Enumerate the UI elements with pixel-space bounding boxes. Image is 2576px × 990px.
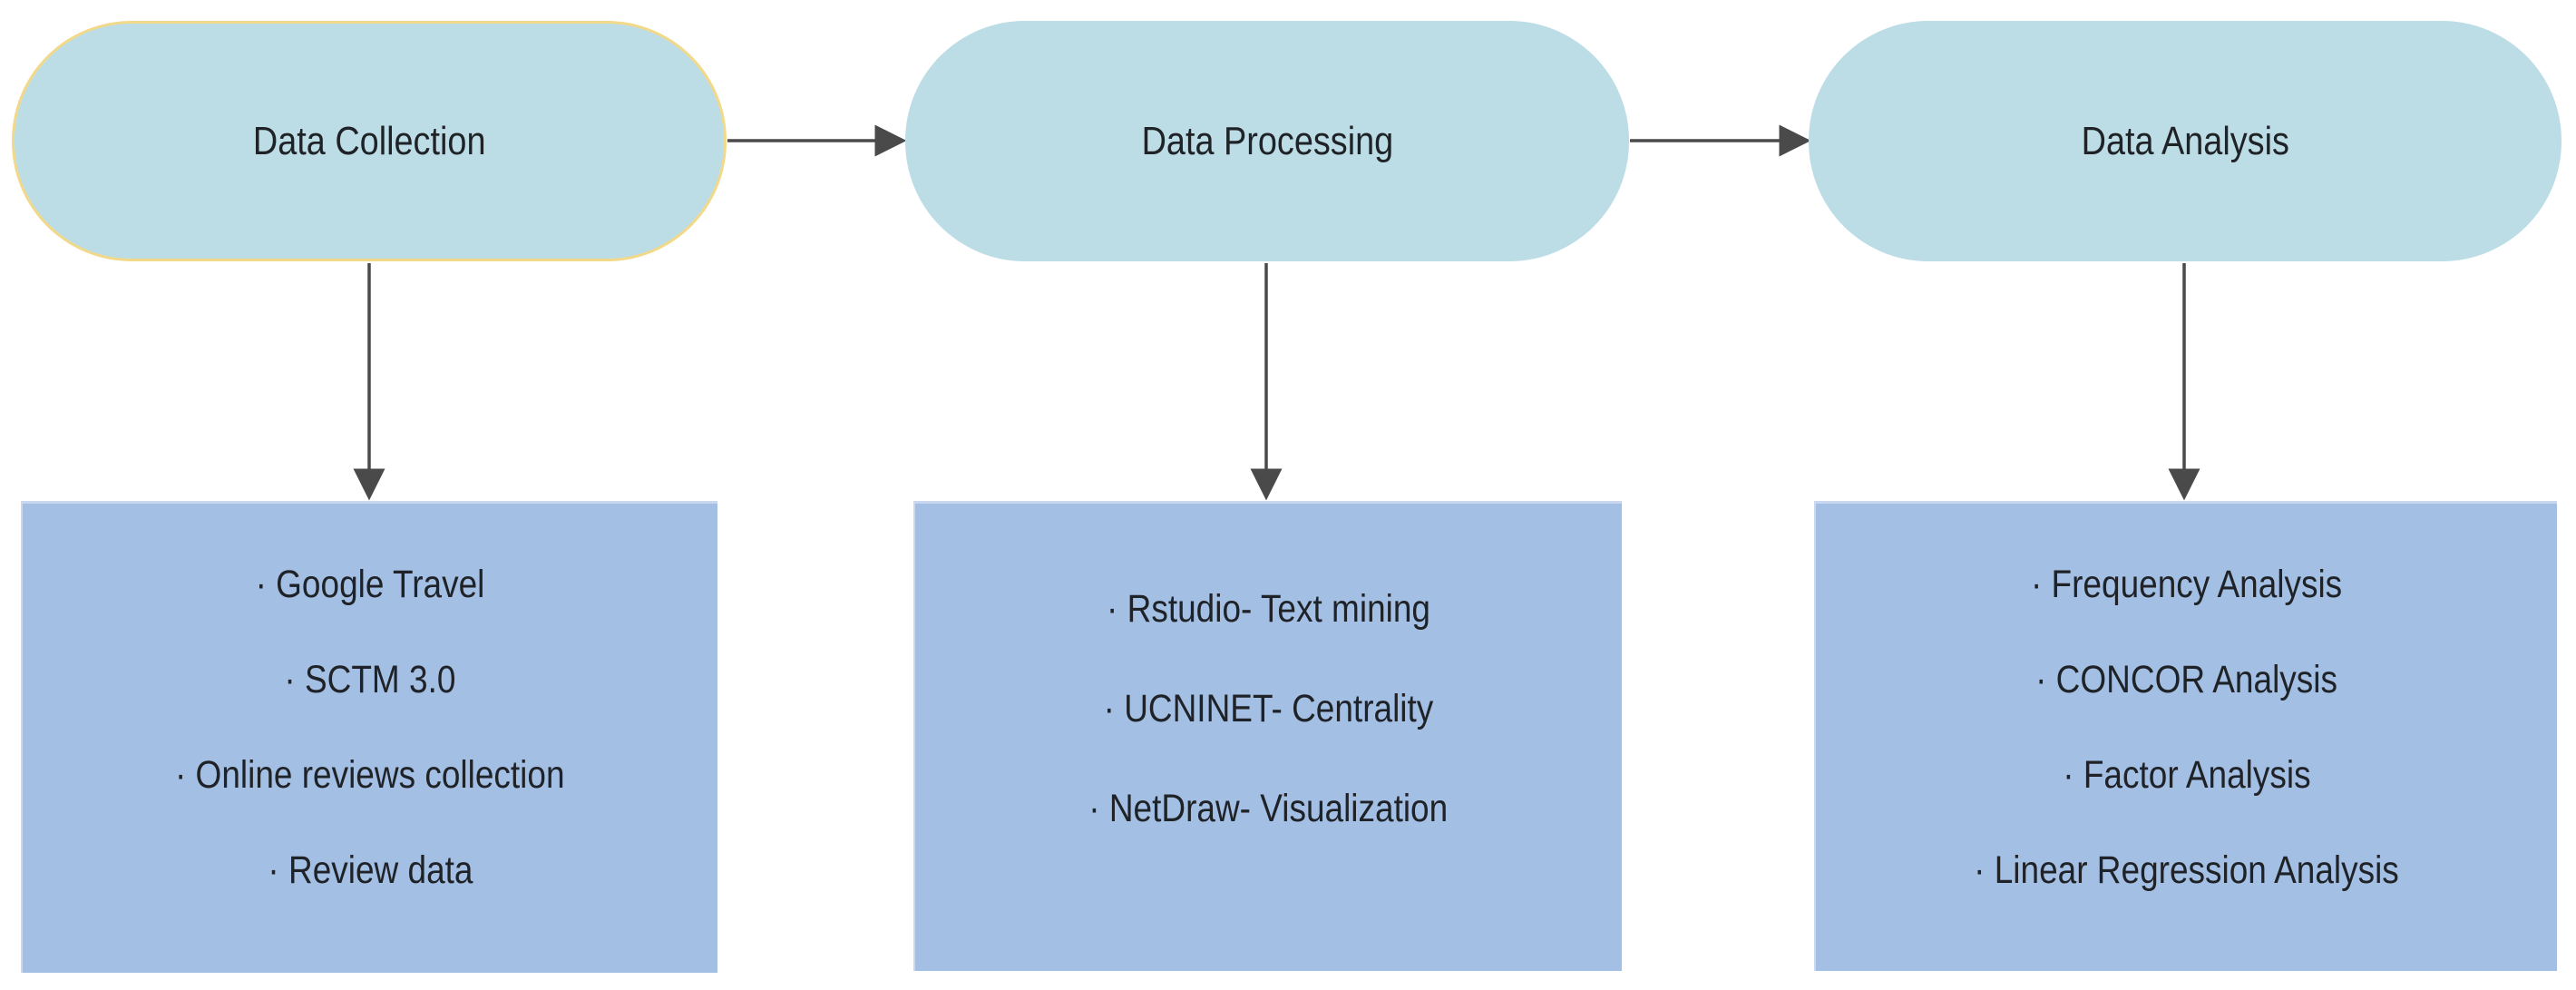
list-item: · Factor Analysis bbox=[2062, 753, 2311, 797]
stage-title: Data Processing bbox=[1141, 118, 1393, 163]
list-item: · Rstudio- Text mining bbox=[1107, 587, 1430, 631]
stage-title: Data Collection bbox=[252, 118, 486, 163]
list-item: · CONCOR Analysis bbox=[2035, 658, 2337, 701]
list-item: · Review data bbox=[267, 848, 473, 892]
stage-data-analysis: Data Analysis bbox=[1809, 21, 2561, 261]
list-item: · Google Travel bbox=[255, 563, 485, 606]
list-item: · Frequency Analysis bbox=[2030, 563, 2343, 606]
list-item: · Online reviews collection bbox=[175, 753, 565, 797]
list-item: · NetDraw- Visualization bbox=[1088, 787, 1449, 830]
detail-box-processing: · Rstudio- Text mining · UCNINET- Centra… bbox=[913, 501, 1622, 971]
detail-box-analysis: · Frequency Analysis · CONCOR Analysis ·… bbox=[1814, 501, 2557, 971]
stage-title: Data Analysis bbox=[2081, 118, 2289, 163]
detail-box-collection: · Google Travel · SCTM 3.0 · Online revi… bbox=[21, 501, 717, 973]
stage-data-processing: Data Processing bbox=[905, 21, 1629, 261]
list-item: · Linear Regression Analysis bbox=[1974, 848, 2399, 892]
list-item: · SCTM 3.0 bbox=[284, 658, 456, 701]
list-item: · UCNINET- Centrality bbox=[1103, 687, 1434, 730]
stage-data-collection: Data Collection bbox=[12, 21, 727, 261]
